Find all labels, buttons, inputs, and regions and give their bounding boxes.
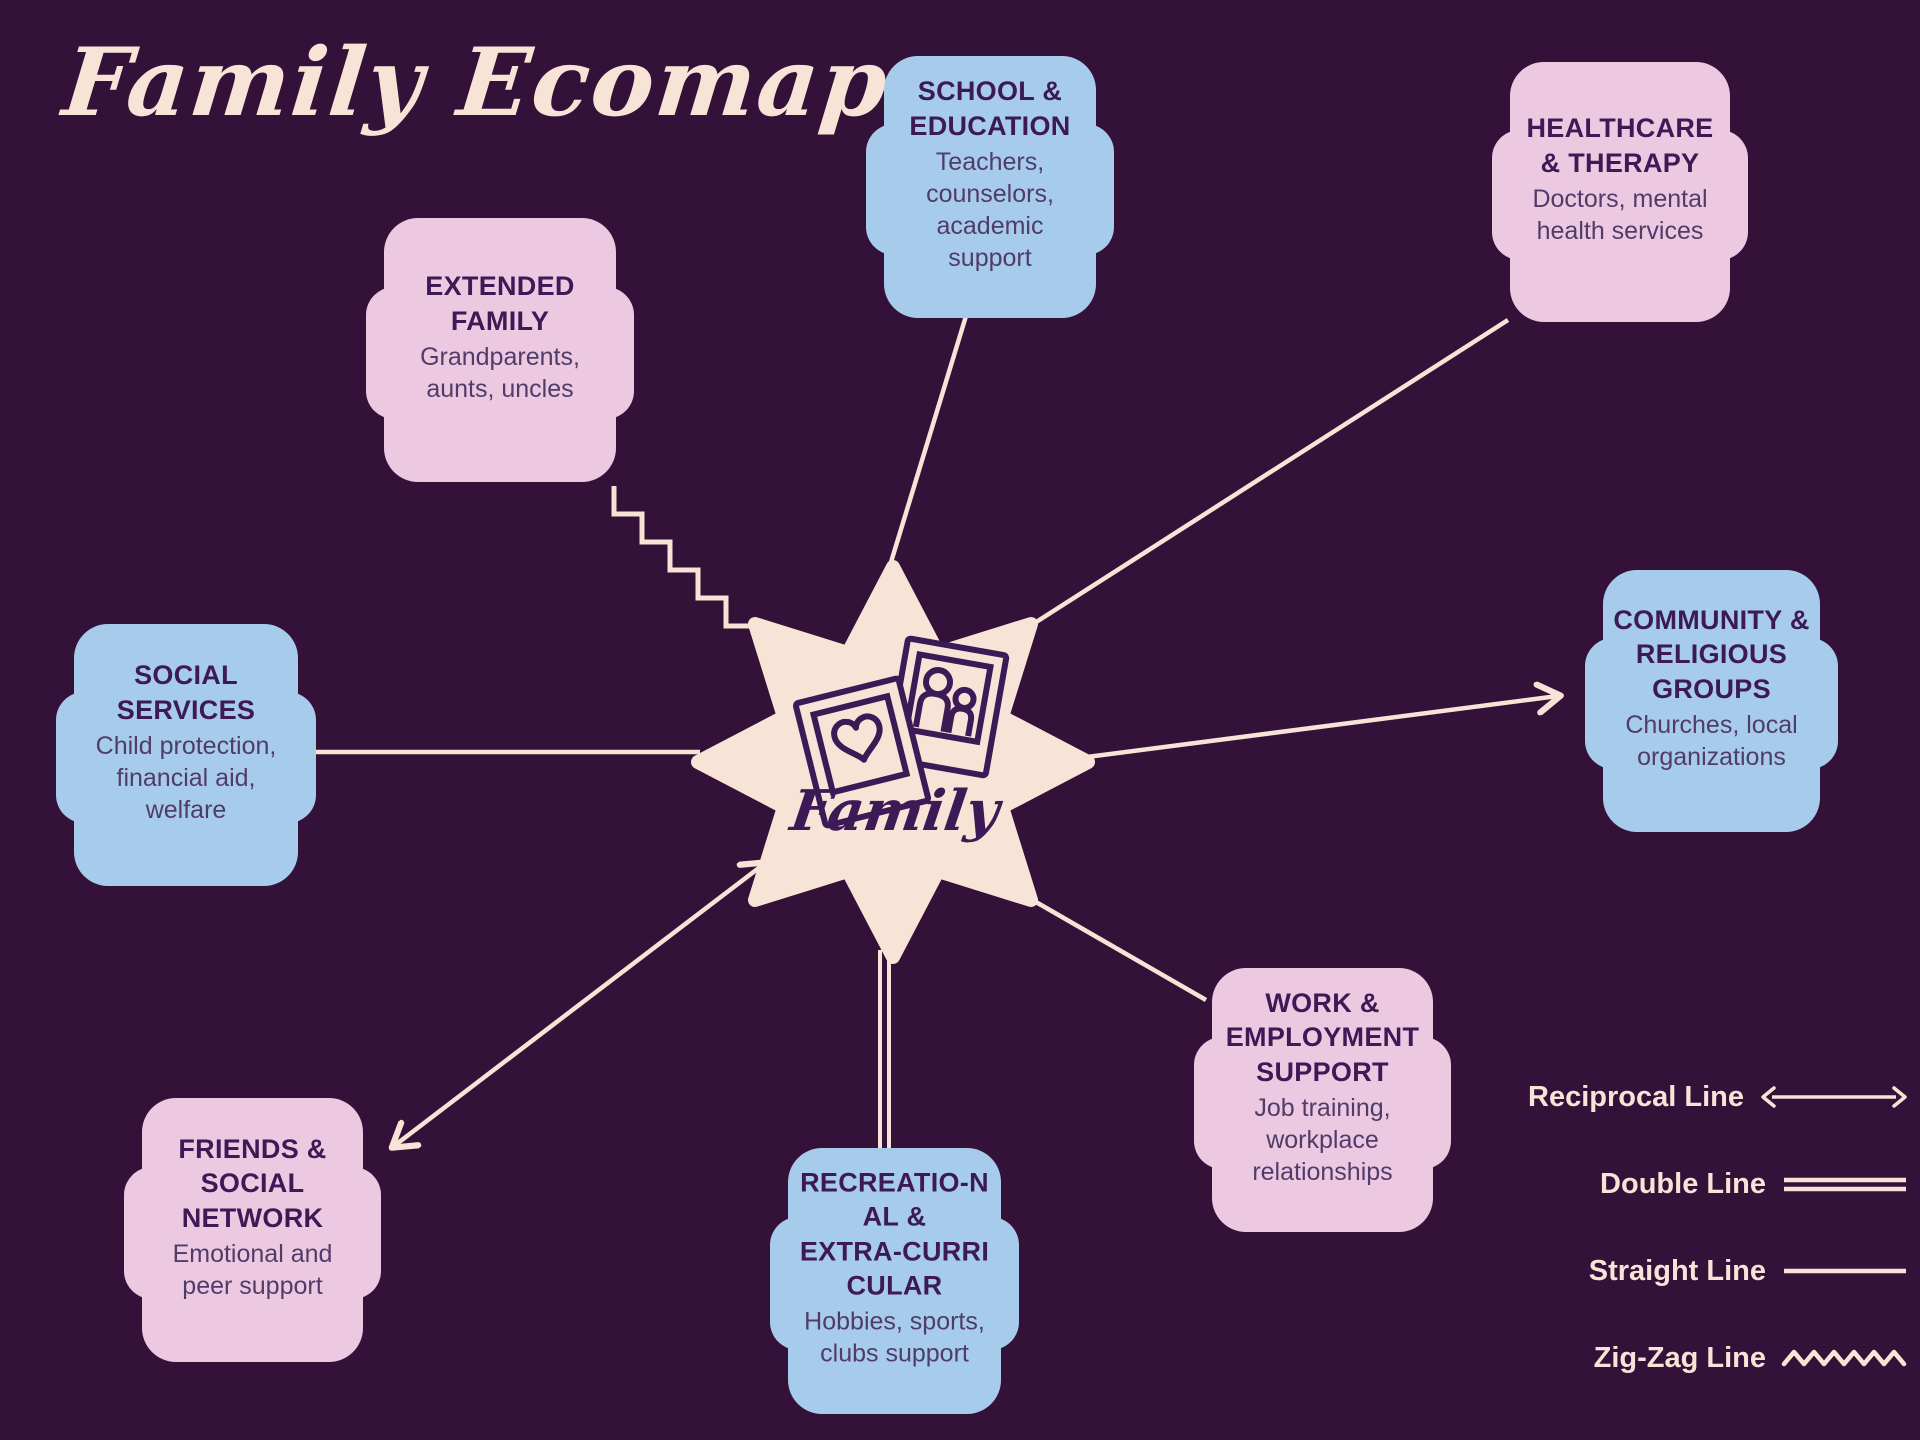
reciprocal-line-icon [1761,1086,1907,1108]
node-subtext: Grandparents, aunts, uncles [420,342,580,403]
node-subtext: Churches, local organizations [1625,710,1798,771]
legend-row-zigzag: Zig-Zag Line [1530,1339,1910,1377]
line-recreational-double [878,950,891,1150]
node-heading: WORK & EMPLOYMENT SUPPORT [1225,987,1420,1087]
legend: Reciprocal Line Double Line Straight Lin… [1528,1078,1910,1377]
node-healthcare-therapy: HEALTHCARE & THERAPY Doctors, mental hea… [1492,62,1748,322]
legend-label: Zig-Zag Line [1593,1341,1766,1374]
node-heading: EXTENDED FAMILY [425,271,575,336]
node-community-religious-groups: COMMUNITY & RELIGIOUS GROUPS Churches, l… [1585,570,1838,832]
node-heading: SCHOOL & EDUCATION [909,76,1071,141]
zig-zag-line-icon [1781,1349,1907,1367]
node-heading: FRIENDS & SOCIAL NETWORK [178,1133,327,1233]
node-school-education: SCHOOL & EDUCATION Teachers, counselors,… [866,56,1114,318]
node-subtext: Job training, workplace relationships [1252,1093,1393,1186]
node-subtext: Child protection, financial aid, welfare [95,731,277,824]
line-friends-reciprocal [394,864,764,1146]
line-extended-zigzag [611,486,754,629]
legend-label: Reciprocal Line [1528,1080,1744,1113]
node-subtext: Teachers, counselors, academic support [926,147,1054,272]
legend-label: Double Line [1600,1167,1766,1200]
legend-row-double: Double Line [1530,1165,1910,1203]
double-line-icon [1784,1177,1906,1192]
node-recreational-extracurricular: RECREATIO-N AL & EXTRA-CURRI CULAR Hobbi… [770,1148,1019,1414]
node-heading: RECREATIO-N AL & EXTRA-CURRI CULAR [799,1167,990,1301]
node-heading: HEALTHCARE & THERAPY [1526,113,1714,178]
node-work-employment-support: WORK & EMPLOYMENT SUPPORT Job training, … [1194,968,1451,1232]
line-work-straight [1027,896,1208,1002]
node-social-services: SOCIAL SERVICES Child protection, financ… [56,624,316,886]
node-extended-family: EXTENDED FAMILY Grandparents, aunts, unc… [366,218,634,482]
polaroid-heart-icon [792,675,932,829]
node-heading: SOCIAL SERVICES [116,660,256,725]
legend-label: Straight Line [1588,1254,1766,1287]
line-school-straight [885,315,969,573]
line-community-arrow [1086,696,1558,760]
family-center-label: Family [786,778,1004,844]
node-subtext: Doctors, mental health services [1532,184,1708,245]
legend-row-straight: Straight Line [1530,1252,1910,1290]
node-heading: COMMUNITY & RELIGIOUS GROUPS [1613,604,1810,704]
line-healthcare-straight [1028,318,1510,628]
node-friends-social-network: FRIENDS & SOCIAL NETWORK Emotional and p… [124,1098,381,1362]
straight-line-icon [1784,1268,1906,1274]
node-subtext: Hobbies, sports, clubs support [804,1307,985,1368]
legend-row-reciprocal: Reciprocal Line [1528,1078,1910,1116]
node-subtext: Emotional and peer support [172,1239,333,1300]
